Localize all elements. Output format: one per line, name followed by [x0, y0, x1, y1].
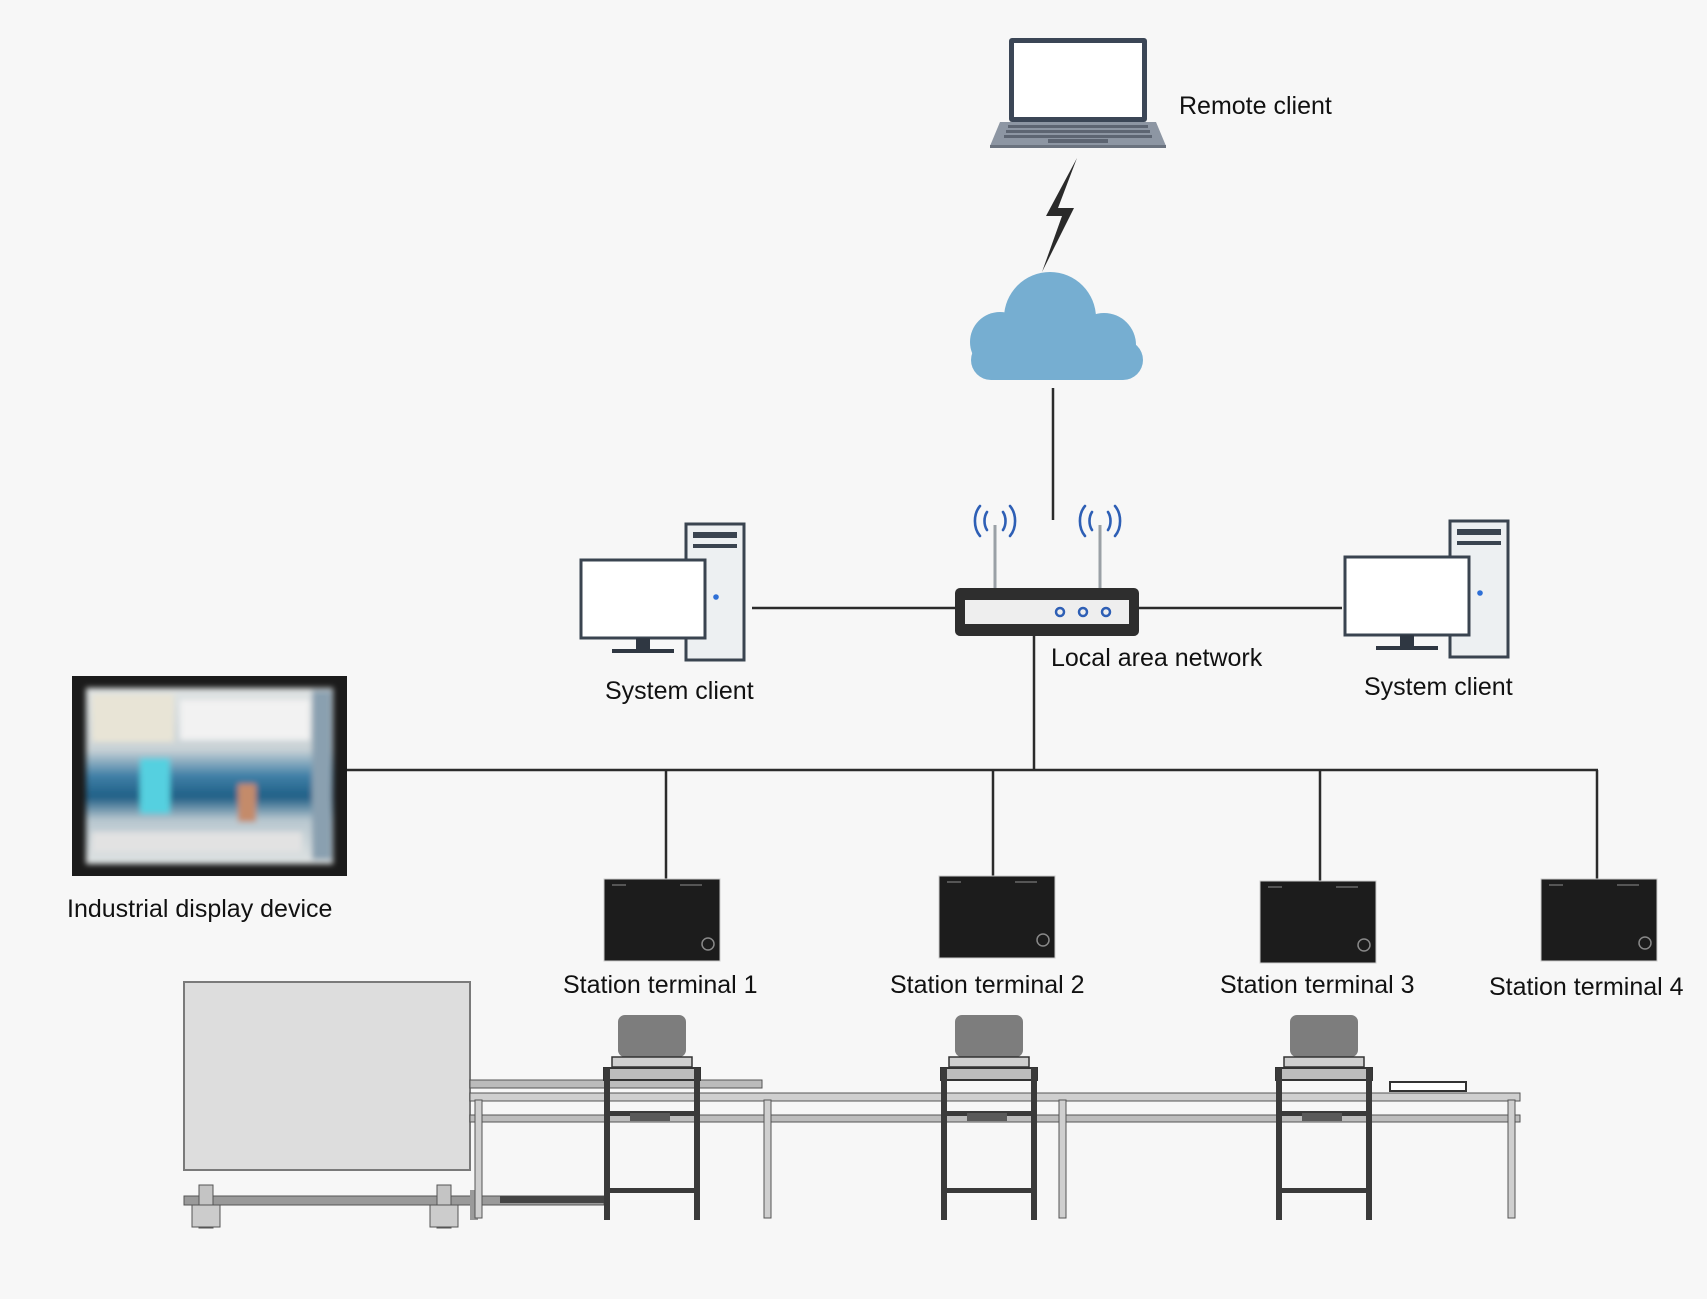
station-terminal-3-label: Station terminal 3	[1220, 971, 1415, 999]
connection-lines	[346, 388, 1599, 884]
terminal-screen-icon-1	[603, 878, 721, 962]
station-terminal-2-label: Station terminal 2	[890, 971, 1085, 999]
industrial-display-label: Industrial display device	[67, 895, 333, 923]
router-icon	[955, 504, 1139, 636]
station-terminal-4-label: Station terminal 4	[1489, 973, 1684, 1001]
remote-client-label: Remote client	[1179, 92, 1332, 120]
desktop-computer-icon-left	[579, 522, 746, 662]
line-cabinet	[183, 981, 471, 1171]
workstation-1	[603, 1015, 701, 1220]
local-area-network-label: Local area network	[1051, 644, 1263, 672]
workstation-2	[940, 1015, 1038, 1220]
display-panel-icon	[72, 676, 347, 876]
conveyor-line-icon	[183, 981, 1521, 1229]
station-terminal-1-label: Station terminal 1	[563, 971, 758, 999]
workstation-3	[1275, 1015, 1373, 1220]
laptop-icon	[990, 38, 1166, 148]
system-client-right-label: System client	[1364, 673, 1513, 701]
terminal-screen-icon-2	[938, 875, 1056, 959]
system-client-left-label: System client	[605, 677, 754, 705]
terminal-screen-icon-4	[1540, 878, 1658, 962]
cloud-icon	[970, 272, 1143, 380]
terminal-screen-icon-3	[1259, 880, 1377, 964]
desktop-computer-icon-right	[1343, 519, 1510, 659]
lightning-bolt-icon	[1042, 158, 1077, 272]
